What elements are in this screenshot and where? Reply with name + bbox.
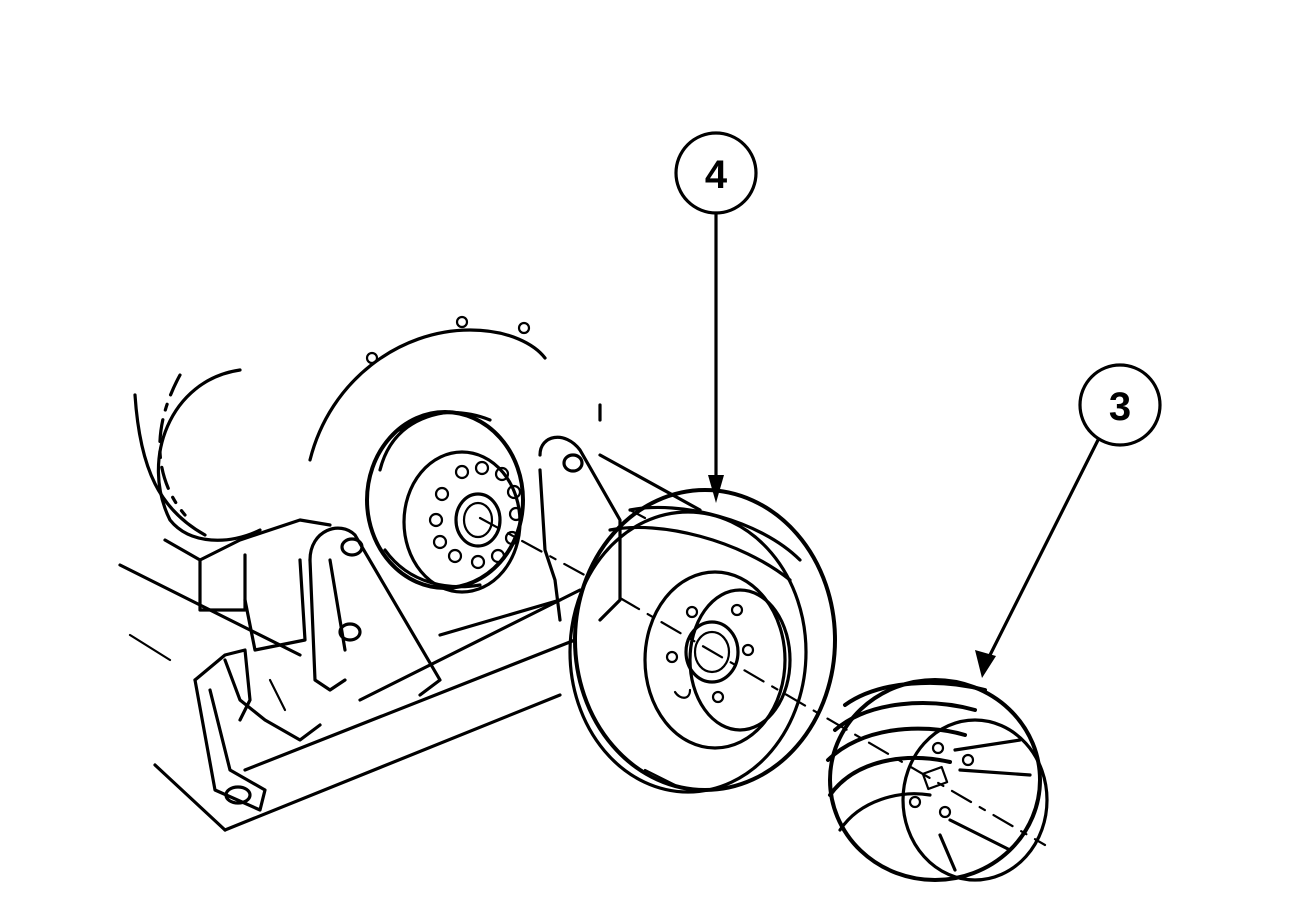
brake-drum-icon	[568, 488, 837, 794]
hub-assembly-icon	[365, 410, 525, 594]
pulley-icon	[826, 678, 1049, 882]
gear-cover	[308, 315, 602, 462]
housing	[133, 368, 332, 742]
callout-4: 4	[674, 131, 758, 503]
callout-3-label: 3	[1109, 385, 1131, 429]
center-axis-line	[478, 516, 1047, 847]
callout-3: 3	[975, 363, 1162, 678]
frame-rails	[118, 453, 702, 832]
callout-4-label: 4	[705, 153, 728, 197]
support-arm	[308, 435, 647, 697]
